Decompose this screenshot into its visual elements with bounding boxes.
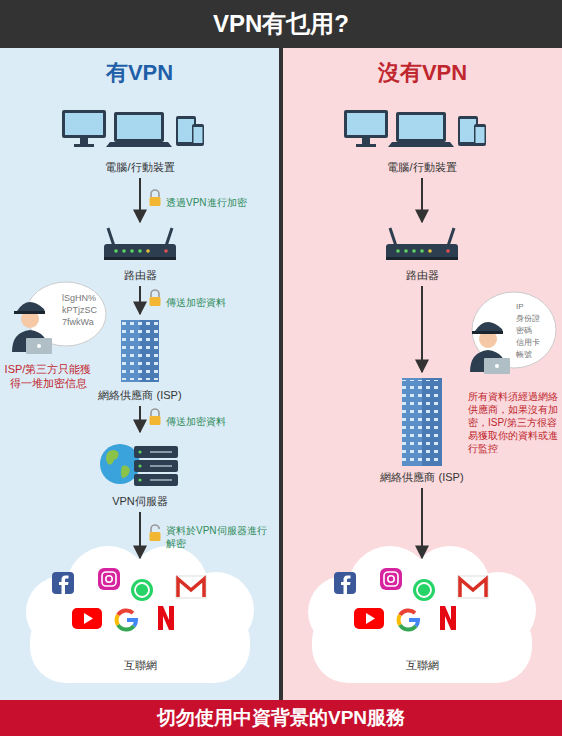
isp-building xyxy=(402,378,442,466)
edge-label: 資料於VPN伺服器進行解密 xyxy=(166,524,271,550)
flow-arrow xyxy=(139,286,141,314)
node-label: 路由器 xyxy=(406,268,439,282)
snooper-figure xyxy=(12,302,52,354)
node-label: VPN伺服器 xyxy=(112,494,168,508)
edge-label: 傳送加密資料 xyxy=(166,415,271,428)
isp-node: 網絡供應商 (ISP) xyxy=(375,374,468,486)
node-label: 網絡供應商 (ISP) xyxy=(380,470,463,484)
isp-node: 網絡供應商 (ISP) xyxy=(93,316,186,404)
caption-bar xyxy=(0,700,562,736)
node-label: 電腦/行動裝置 xyxy=(105,160,174,174)
isp-building xyxy=(121,320,159,382)
vpn-panel-ground xyxy=(0,48,279,700)
lock-icon xyxy=(150,525,161,541)
lock-icon xyxy=(150,409,161,425)
node-label: 互聯網 xyxy=(406,658,439,672)
internet-cloud xyxy=(308,546,536,683)
internet-node: 互聯網 xyxy=(304,560,540,686)
node-label: 路由器 xyxy=(124,268,157,282)
flow-arrow xyxy=(421,286,423,372)
internet-node: 互聯網 xyxy=(22,560,258,686)
device-node: 電腦/行動裝置 xyxy=(332,104,512,176)
node-label: 互聯網 xyxy=(124,658,157,672)
bubble-word: 7fwkWa xyxy=(62,317,104,329)
title: VPN有乜用? xyxy=(0,0,562,48)
bubble-word: 身份證 xyxy=(516,314,556,324)
panel-heading: 沒有VPN xyxy=(283,48,562,86)
flow-arrow xyxy=(421,178,423,222)
bubble-word: IP xyxy=(516,302,556,312)
router-icon xyxy=(104,228,176,260)
router-node: 路由器 xyxy=(100,224,180,284)
router-icon xyxy=(386,228,458,260)
callout-note: ISP/第三方只能獲得一堆加密信息 xyxy=(4,362,92,391)
bubble-word: 密碼 xyxy=(516,326,556,336)
bubble-word: 帳號 xyxy=(516,350,556,360)
flow-arrow xyxy=(139,406,141,432)
title-bar xyxy=(0,0,562,48)
node-label: 網絡供應商 (ISP) xyxy=(98,388,181,402)
caption: 切勿使用中資背景的VPN服務 xyxy=(0,700,562,736)
divider xyxy=(279,48,283,700)
router-node: 路由器 xyxy=(382,224,462,284)
device-node: 電腦/行動裝置 xyxy=(50,104,230,176)
panel: 沒有VPN 電腦/行動裝置路由器網絡供應商 (ISP) 互聯網 xyxy=(283,48,562,700)
vpn-server-node: VPN伺服器 xyxy=(95,434,185,510)
vpn-server-icon xyxy=(100,444,178,486)
snooper-figure xyxy=(470,322,510,374)
lock-icon xyxy=(150,290,161,306)
bubble-word: lSgHN% xyxy=(62,293,104,305)
flow-arrow xyxy=(139,178,141,222)
edge-label: 透過VPN進行加密 xyxy=(166,196,271,209)
flow-arrow xyxy=(139,512,141,558)
no-vpn-panel-ground xyxy=(283,48,562,700)
edge-label: 傳送加密資料 xyxy=(166,296,271,309)
bubble-word: kPTjzSC xyxy=(62,305,104,317)
flow-arrow xyxy=(421,488,423,558)
callout-note: 所有資料須經過網絡供應商，如果沒有加密，ISP/第三方很容易獲取你的資料或進行監… xyxy=(468,390,558,455)
devices-icon xyxy=(344,110,486,147)
node-label: 電腦/行動裝置 xyxy=(387,160,456,174)
devices-icon xyxy=(62,110,204,147)
internet-cloud xyxy=(26,546,254,683)
bubble-word: 信用卡 xyxy=(516,338,556,348)
panel-heading: 有VPN xyxy=(0,48,279,86)
lock-icon xyxy=(150,190,161,206)
